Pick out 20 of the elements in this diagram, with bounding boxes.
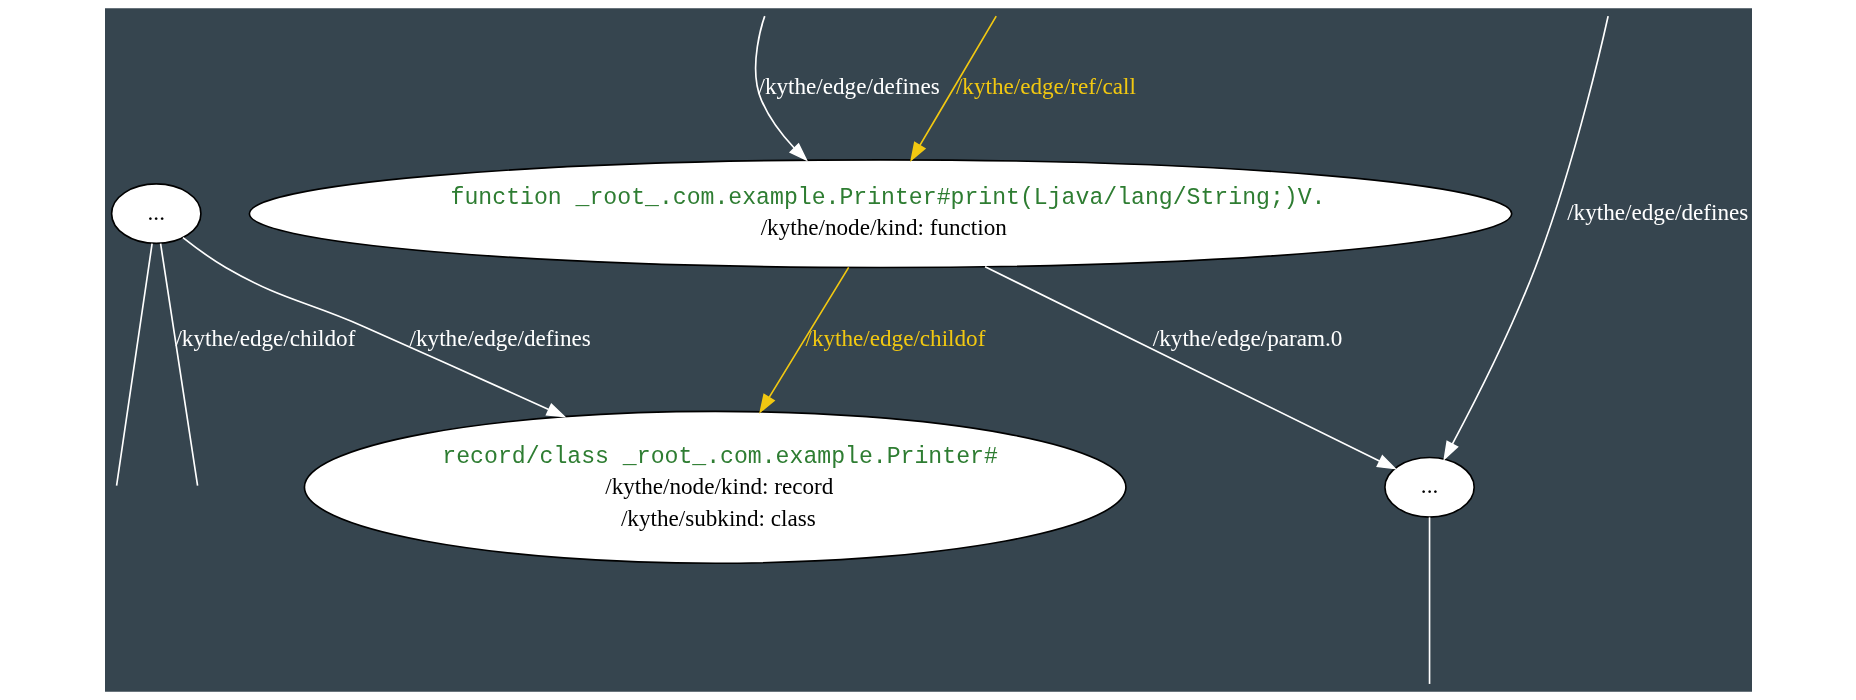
node-ellipse: ... <box>110 183 202 245</box>
edge-label: /kythe/edge/defines <box>758 73 940 100</box>
connector <box>159 242 198 487</box>
connector <box>115 242 153 487</box>
edge-label: /kythe/edge/childof <box>804 324 985 351</box>
node-ellipse: function _root_.com.example.Printer#print(Ljava/lang/String;)V. /kythe/node/kind: function <box>248 159 1513 269</box>
arrow <box>983 265 1397 470</box>
arrow <box>758 266 849 414</box>
arrow <box>909 15 997 162</box>
edge-label: /kythe/edge/ref/call <box>955 73 1136 100</box>
node-ellipse: record/class _root_.com.example.Printer# /kythe/node/kind: record /kythe/subkind: class <box>303 410 1127 565</box>
arrow <box>1442 15 1609 461</box>
edge-label: /kythe/edge/defines <box>409 324 591 351</box>
edge-label: /kythe/edge/param.0 <box>1152 324 1342 351</box>
edge-label: /kythe/edge/defines <box>1566 198 1748 225</box>
edge-label: /kythe/edge/childof <box>174 324 355 351</box>
arrow <box>754 15 808 162</box>
connector <box>1428 516 1430 685</box>
arrow <box>181 236 566 418</box>
node-ellipse: ... <box>1383 456 1475 518</box>
